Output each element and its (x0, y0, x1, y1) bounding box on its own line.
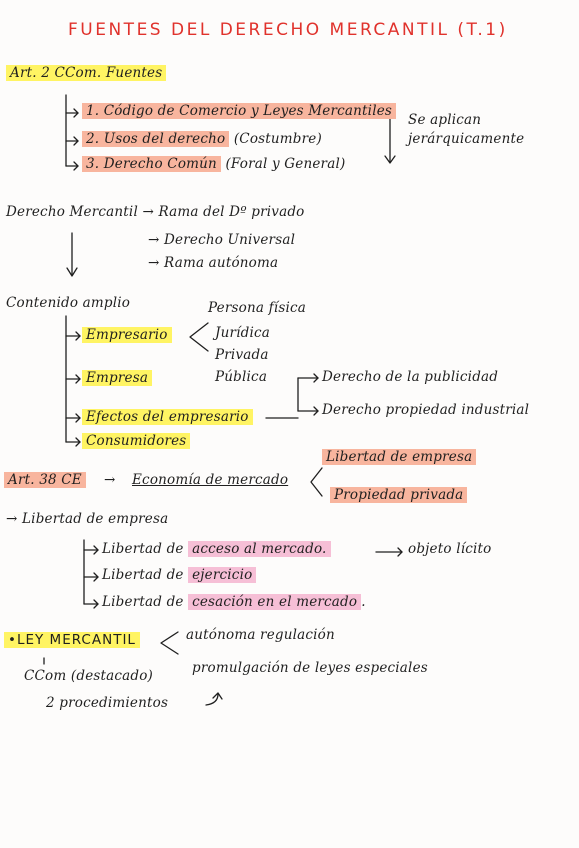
art38-heading: Art. 38 CE (4, 472, 86, 488)
fuente-2-row: 2. Usos del derecho (Costumbre) (82, 131, 322, 147)
fuente-1: 1. Código de Comercio y Leyes Mercantile… (82, 103, 397, 119)
contenido-empresario: Empresario (82, 327, 172, 343)
se-aplican-1: Se aplican (408, 112, 482, 128)
derecho-mercantil-label: Derecho Mercantil → Rama del Dº privado (6, 204, 305, 220)
art2-heading: Art. 2 CCom. Fuentes (6, 65, 167, 81)
persona-juridica: Jurídica (215, 325, 271, 341)
derecho-publicidad: Derecho de la publicidad (322, 369, 499, 385)
contenido-consumidores: Consumidores (82, 433, 191, 449)
fuente-2: 2. Usos del derecho (82, 131, 230, 147)
ley-promulgacion: promulgación de leyes especiales (192, 660, 428, 676)
libertad-cesacion: Libertad de cesación en el mercado. (102, 594, 366, 610)
libertad-ejercicio: Libertad de ejercicio (102, 567, 257, 583)
procedimientos: 2 procedimientos (46, 695, 169, 711)
libertad-acceso: Libertad de acceso al mercado. (102, 541, 331, 557)
economia-libertad: Libertad de empresa (322, 449, 477, 465)
ley-autonoma: autónoma regulación (186, 627, 335, 643)
se-aplican-2: jerárquicamente (408, 131, 525, 147)
derecho-propiedad-industrial: Derecho propiedad industrial (322, 402, 530, 418)
economia-propiedad: Propiedad privada (330, 487, 468, 503)
fuente-3: 3. Derecho Común (82, 156, 221, 172)
libertad-heading: → Libertad de empresa (6, 511, 169, 527)
persona-publica: Pública (215, 369, 268, 385)
fuente-2-extra: (Costumbre) (233, 131, 322, 147)
ccom-destacado: CCom (destacado) (24, 668, 154, 684)
contenido-label: Contenido amplio (6, 295, 131, 311)
contenido-efectos: Efectos del empresario (82, 409, 253, 425)
page-title: FUENTES DEL DERECHO MERCANTIL (T.1) (68, 20, 508, 40)
objeto-licito: objeto lícito (408, 541, 492, 557)
persona-fisica: Persona física (208, 300, 306, 316)
fuente-3-row: 3. Derecho Común (Foral y General) (82, 156, 345, 172)
dm-item-2: → Derecho Universal (148, 232, 296, 248)
economia-mercado: Economía de mercado (132, 472, 289, 488)
dm-item-3: → Rama autónoma (148, 255, 279, 271)
dm-item-1: Rama del Dº privado (158, 204, 305, 220)
contenido-empresa: Empresa (82, 370, 153, 386)
art38-arrow: → (104, 472, 116, 488)
persona-privada: Privada (215, 347, 269, 363)
dm-text: Derecho Mercantil (6, 204, 138, 220)
fuente-3-extra: (Foral y General) (225, 156, 346, 172)
ley-mercantil-heading: •LEY MERCANTIL (4, 632, 140, 648)
